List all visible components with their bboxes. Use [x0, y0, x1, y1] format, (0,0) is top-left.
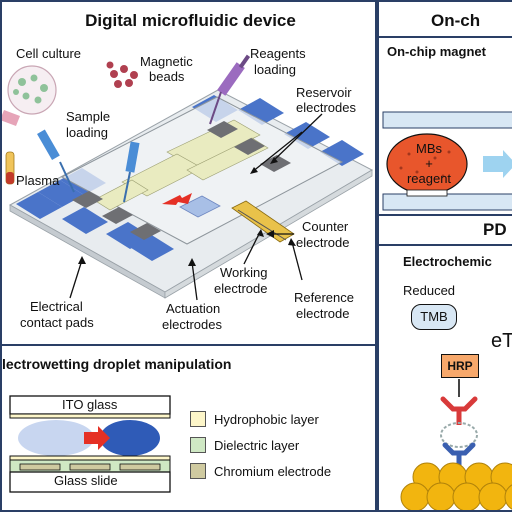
label-reservoir-2: electrodes — [296, 101, 356, 115]
label-magnetic-2: beads — [149, 70, 184, 84]
label-counter-1: Counter — [302, 220, 348, 234]
legend-swatch-dielectric — [190, 437, 206, 453]
legend-label: Hydrophobic layer — [214, 412, 319, 427]
tmb-label: TMB — [420, 309, 447, 324]
hrp-box: HRP — [441, 354, 479, 378]
ito-glass-label: ITO glass — [62, 398, 117, 412]
pd-label: PD — [483, 220, 507, 240]
label-plasma: Plasma — [16, 174, 59, 188]
label-contact-1: Electrical — [30, 300, 83, 314]
label-working-2: electrode — [214, 282, 267, 296]
label-contact-2: contact pads — [20, 316, 94, 330]
droplet-text-3: reagent — [403, 172, 455, 186]
glass-slide-label: Glass slide — [54, 474, 118, 488]
droplet-text-1: MBs — [411, 142, 447, 156]
label-reference-1: Reference — [294, 291, 354, 305]
reduced-label: Reduced — [403, 284, 455, 298]
legend-label: Dielectric layer — [214, 438, 299, 453]
legend-item: Dielectric layer — [190, 432, 331, 458]
digital-microfluidic-panel: Digital microfluidic device — [0, 0, 377, 346]
label-actuation-1: Actuation — [166, 302, 220, 316]
legend-swatch-hydrophobic — [190, 411, 206, 427]
cell-culture-dish — [2, 66, 56, 126]
label-sample-1: Sample — [66, 110, 110, 124]
label-counter-2: electrode — [296, 236, 349, 250]
magnet-subtitle: On-chip magnet — [387, 44, 486, 59]
tmb-box: TMB — [411, 304, 457, 330]
label-magnetic-1: Magnetic — [140, 55, 193, 69]
legend-swatch-chromium — [190, 463, 206, 479]
panel-title: lectrowetting droplet manipulation — [2, 356, 231, 372]
label-working-1: Working — [220, 266, 267, 280]
legend-item: Hydrophobic layer — [190, 406, 331, 432]
label-reservoir-1: Reservoir — [296, 86, 352, 100]
label-cell-culture: Cell culture — [16, 47, 81, 61]
label-reagents-1: Reagents — [250, 47, 306, 61]
plasma-tube — [6, 152, 14, 184]
on-chip-panel: On-ch On-chip magnet MBs + reagent PD El… — [377, 0, 512, 512]
label-reference-2: electrode — [296, 307, 349, 321]
electron-label: eT — [491, 330, 512, 353]
electrowetting-panel: lectrowetting droplet manipulation ITO g… — [0, 344, 377, 512]
magnetic-beads — [107, 62, 139, 89]
droplet-text-2: + — [411, 157, 447, 171]
label-sample-2: loading — [66, 126, 108, 140]
hrp-label: HRP — [447, 359, 472, 373]
legend-item: Chromium electrode — [190, 458, 331, 484]
label-reagents-2: loading — [254, 63, 296, 77]
electrochem-label: Electrochemic — [403, 254, 492, 269]
legend-label: Chromium electrode — [214, 464, 331, 479]
layer-legend: Hydrophobic layer Dielectric layer Chrom… — [190, 406, 331, 484]
label-actuation-2: electrodes — [162, 318, 222, 332]
sandwich-assay-illustration — [379, 379, 512, 512]
panel-title: On-ch — [431, 11, 480, 31]
